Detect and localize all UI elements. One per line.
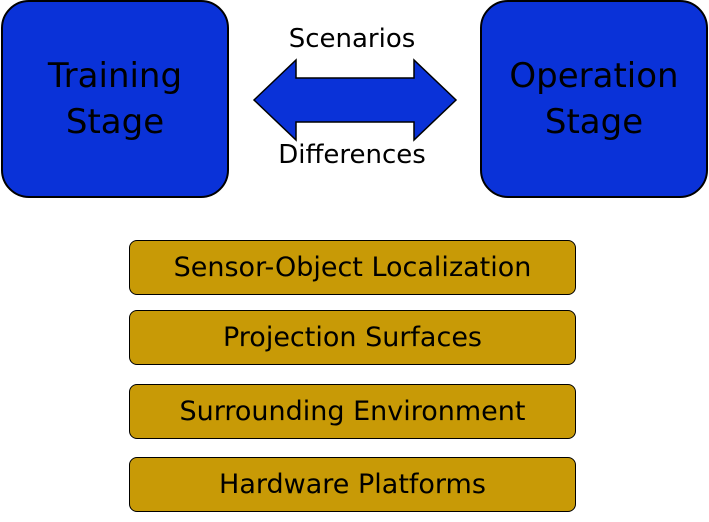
training-stage-label: Training Stage: [47, 56, 183, 142]
factor-label: Surrounding Environment: [179, 396, 526, 427]
differences-label: Differences: [278, 140, 426, 170]
operation-stage-label: Operation Stage: [509, 56, 679, 142]
double-headed-arrow: [252, 58, 458, 142]
factor-label: Projection Surfaces: [222, 322, 483, 353]
factor-box-projection-surfaces: Projection Surfaces: [129, 310, 576, 365]
factor-box-hardware-platforms: Hardware Platforms: [129, 457, 576, 512]
factor-box-surrounding-environment: Surrounding Environment: [129, 384, 576, 439]
operation-stage-box: Operation Stage: [480, 0, 708, 198]
training-stage-box: Training Stage: [1, 0, 229, 198]
factor-box-sensor-object-localization: Sensor-Object Localization: [129, 240, 576, 295]
factor-label: Hardware Platforms: [219, 469, 486, 500]
scenarios-label: Scenarios: [288, 24, 416, 54]
factor-label: Sensor-Object Localization: [173, 252, 532, 283]
